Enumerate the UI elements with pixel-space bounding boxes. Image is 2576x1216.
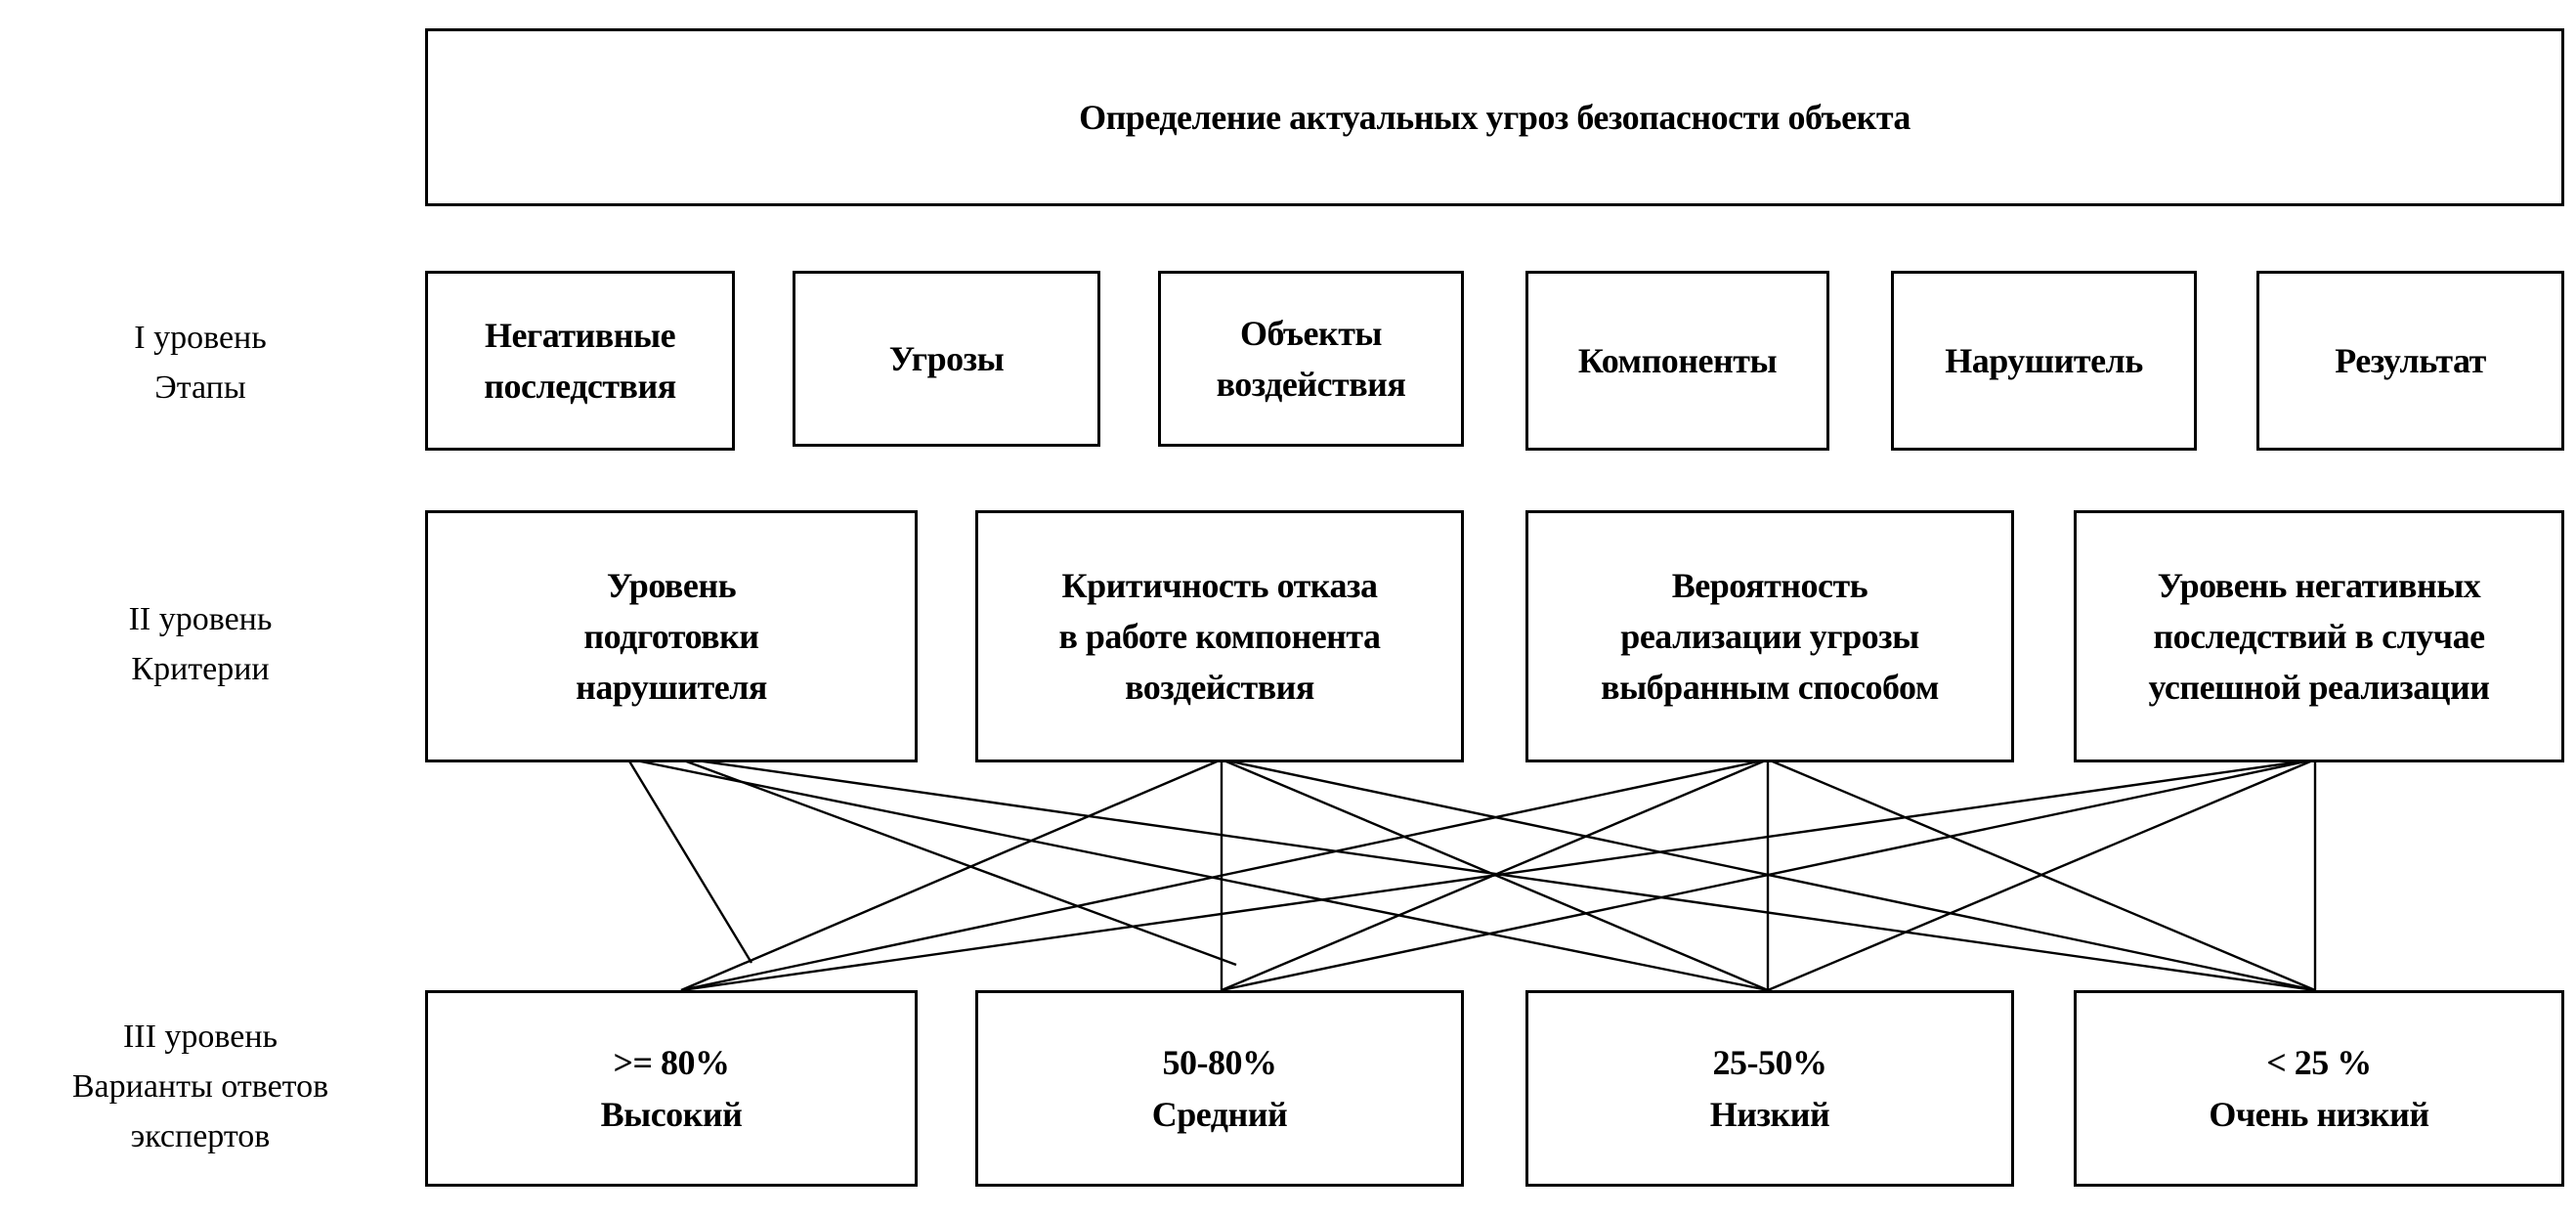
level-label-line: Критерии: [131, 651, 270, 687]
box-text-line: Критичность отказа: [1061, 565, 1378, 605]
box-text-line: Уровень негативных: [2157, 565, 2481, 605]
box-text-line: Средний: [1151, 1094, 1288, 1134]
criterion-failure-criticality-box: Критичность отказа в работе компонента воз…: [975, 510, 1464, 762]
level-label-line: III уровень: [122, 1019, 279, 1055]
box-text: Нарушитель: [1945, 335, 2143, 386]
stage-components-box: Компоненты: [1525, 271, 1829, 451]
box-text: Уровень подготовки нарушителя: [576, 560, 767, 714]
goal-title: Определение актуальных угроз безопасност…: [1079, 97, 1911, 137]
box-text: Результат: [2335, 335, 2486, 386]
answer-low-box: 25-50% Низкий: [1525, 990, 2014, 1187]
box-text: Объекты воздействия: [1217, 308, 1406, 410]
connection-line: [680, 758, 1769, 992]
box-text: Уровень негативных последствий в случае ус…: [2149, 560, 2490, 714]
box-text-line: воздействия: [1216, 365, 1406, 404]
connection-line: [1221, 758, 2316, 992]
connection-line: [1767, 758, 2316, 992]
box-text: Компоненты: [1577, 335, 1778, 386]
answer-very-low-box: < 25 % Очень низкий: [2074, 990, 2564, 1187]
box-text-line: последствия: [484, 367, 676, 406]
box-text-line: 50-80%: [1162, 1043, 1278, 1083]
box-text: Негативные последствия: [484, 310, 676, 412]
box-text: Вероятность реализации угрозы выбранным сп…: [1601, 560, 1939, 714]
partial-connection-line: [680, 758, 1237, 967]
box-text-line: последствий в случае: [2153, 616, 2485, 656]
box-text-line: 25-50%: [1712, 1043, 1828, 1083]
box-text-line: успешной реализации: [2148, 668, 2490, 708]
box-text: Угрозы: [888, 333, 1005, 384]
stage-violator-box: Нарушитель: [1891, 271, 2197, 451]
box-text-line: Очень низкий: [2209, 1094, 2429, 1134]
box-text: < 25 % Очень низкий: [2209, 1037, 2429, 1139]
criterion-violator-skill-box: Уровень подготовки нарушителя: [425, 510, 918, 762]
box-text-line: нарушителя: [576, 668, 767, 708]
box-text-line: Вероятность: [1671, 565, 1868, 605]
stage-impact-objects-box: Объекты воздействия: [1158, 271, 1464, 447]
connection-line: [680, 758, 1223, 992]
stage-threats-box: Угрозы: [793, 271, 1100, 447]
stage-result-box: Результат: [2256, 271, 2564, 451]
box-text-line: Негативные: [484, 315, 676, 355]
box-text-line: Объекты: [1239, 313, 1383, 353]
level-label-line: II уровень: [128, 601, 273, 637]
box-text-line: Нарушитель: [1945, 340, 2143, 380]
box-text: 25-50% Низкий: [1709, 1037, 1830, 1139]
criterion-threat-probability-box: Вероятность реализации угрозы выбранным сп…: [1525, 510, 2014, 762]
box-text-line: >= 80%: [613, 1043, 730, 1083]
box-text-line: Компоненты: [1577, 340, 1778, 380]
box-text-line: выбранным способом: [1601, 668, 1939, 708]
connection-line: [680, 758, 2316, 992]
answer-medium-box: 50-80% Средний: [975, 990, 1464, 1187]
level-label-line: Этапы: [154, 369, 246, 406]
box-text-line: в работе компонента: [1058, 616, 1381, 656]
partial-connection-line: [626, 759, 753, 964]
box-text: 50-80% Средний: [1151, 1037, 1288, 1139]
box-text-line: Низкий: [1709, 1094, 1830, 1134]
box-text-line: Угрозы: [888, 338, 1005, 378]
level-label-line: I уровень: [134, 320, 267, 356]
level-label-line: экспертов: [130, 1118, 271, 1154]
box-text-line: Результат: [2335, 340, 2486, 380]
box-text: >= 80% Высокий: [601, 1037, 743, 1139]
stage-negative-consequences-box: Негативные последствия: [425, 271, 735, 451]
connection-line: [630, 758, 1769, 992]
box-text-line: Уровень: [606, 565, 737, 605]
box-text-line: подготовки: [583, 616, 759, 656]
criterion-negative-impact-box: Уровень негативных последствий в случае ус…: [2074, 510, 2564, 762]
level-label-line: Варианты ответов: [71, 1068, 329, 1105]
box-text-line: реализации угрозы: [1620, 616, 1919, 656]
answer-high-box: >= 80% Высокий: [425, 990, 918, 1187]
goal-box: Определение актуальных угроз безопасност…: [425, 28, 2564, 206]
box-text: Критичность отказа в работе компонента воз…: [1058, 560, 1381, 714]
box-text-line: Высокий: [600, 1094, 743, 1134]
box-text-line: воздействия: [1125, 668, 1314, 708]
box-text-line: < 25 %: [2266, 1043, 2372, 1083]
